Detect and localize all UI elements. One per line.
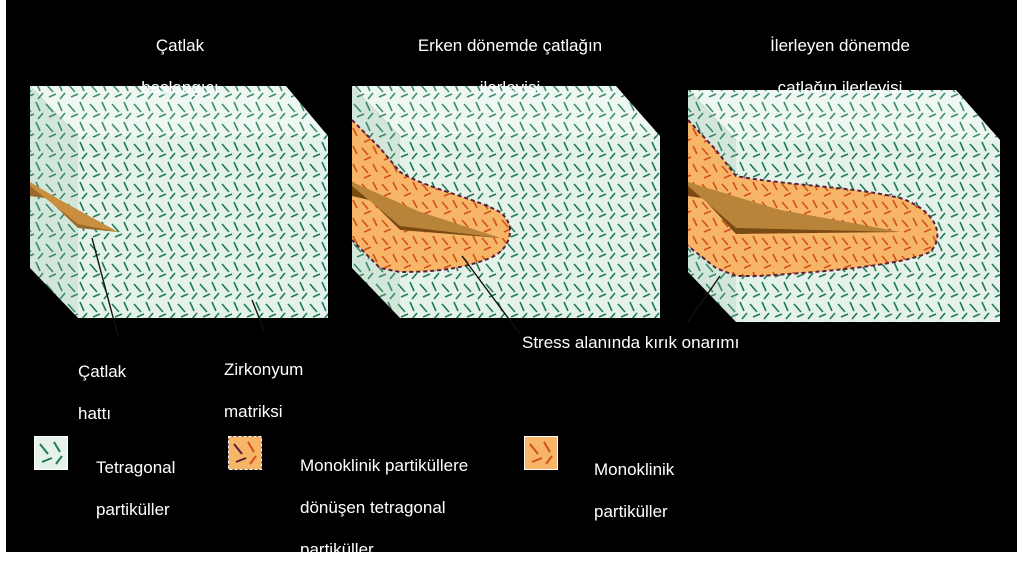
stage-title-3-line2: çatlağın ilerleyişi (710, 77, 970, 98)
stage-title-1-line1: Çatlak (80, 35, 280, 56)
legend-swatch-transforming (228, 436, 262, 470)
legend-0-line1: Tetragonal (96, 457, 175, 478)
stage-title-2-line1: Erken dönemde çatlağın (380, 35, 640, 56)
label-crack-line-2: hattı (78, 403, 126, 424)
block-crack-initiation (30, 86, 328, 318)
legend-2-line1: Monoklinik (594, 459, 674, 480)
legend-swatch-monoclinic (524, 436, 558, 470)
stage-title-2-line2: ilerleyişi (380, 77, 640, 98)
stage-title-3: İlerleyen dönemde çatlağın ilerleyişi (710, 14, 970, 119)
legend-label-tetragonal: Tetragonal partiküller (96, 436, 175, 541)
legend-label-monoclinic: Monoklinik partiküller (594, 438, 674, 543)
legend-1-line3: partiküller (300, 539, 468, 560)
stage-title-1-line2: başlangıcı (80, 77, 280, 98)
stage-title-2: Erken dönemde çatlağın ilerleyişi (380, 14, 640, 119)
legend-2-line2: partiküller (594, 501, 674, 522)
legend-label-transforming: Monoklinik partiküllere dönüşen tetragon… (300, 434, 468, 581)
label-crack-line: Çatlak hattı (78, 340, 126, 445)
legend-0-line2: partiküller (96, 499, 175, 520)
diagram-canvas: Çatlak başlangıcı Erken dönemde çatlağın… (0, 0, 1017, 562)
label-crack-line-1: Çatlak (78, 361, 126, 382)
legend-1-line1: Monoklinik partiküllere (300, 455, 468, 476)
legend-1-line2: dönüşen tetragonal (300, 497, 468, 518)
block-early-propagation (352, 86, 660, 318)
label-matrix-1: Zirkonyum (224, 359, 303, 380)
label-matrix-2: matriksi (224, 401, 303, 422)
block-late-propagation (688, 90, 1000, 322)
stage-title-3-line1: İlerleyen dönemde (710, 35, 970, 56)
stage-title-1: Çatlak başlangıcı (80, 14, 280, 119)
label-zirconia-matrix: Zirkonyum matriksi (224, 338, 303, 443)
label-stress-repair: Stress alanında kırık onarımı (522, 332, 739, 353)
legend-swatch-tetragonal (34, 436, 68, 470)
